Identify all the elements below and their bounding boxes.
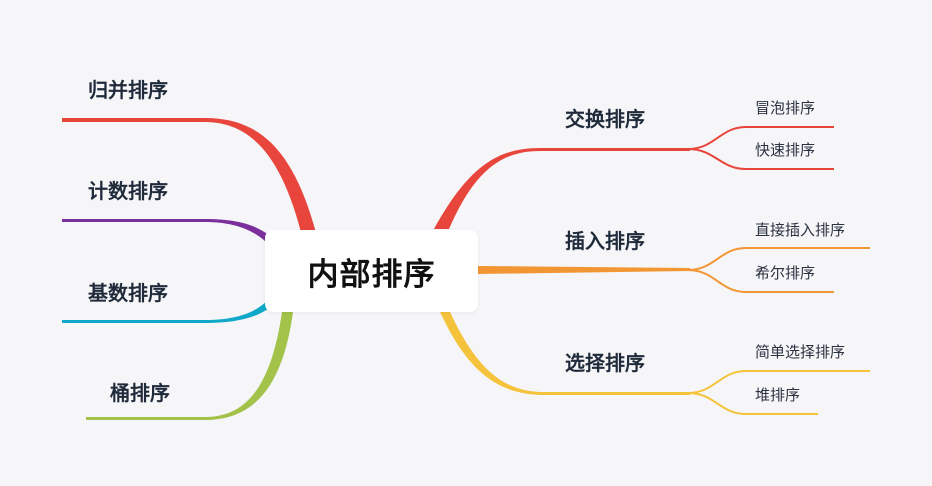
branch-selection-sort[interactable]: 选择排序 (565, 351, 645, 375)
connector-right-exchange (434, 148, 690, 229)
leaf-shell-sort[interactable]: 希尔排序 (755, 264, 816, 282)
leaf-bubble-sort[interactable]: 冒泡排序 (755, 99, 816, 117)
connector-sub-quick (687, 148, 834, 170)
center-topic-label: 内部排序 (307, 256, 436, 293)
branch-merge-sort[interactable]: 归并排序 (88, 78, 168, 102)
connector-sub-direct-insert (687, 247, 870, 271)
branch-bucket-sort[interactable]: 桶排序 (110, 381, 170, 405)
connector-sub-bubble (687, 126, 834, 150)
connector-left-radix (62, 300, 272, 323)
connector-sub-simple-select (687, 370, 870, 394)
connector-sub-shell (687, 269, 834, 293)
branch-radix-sort[interactable]: 基数排序 (88, 281, 168, 305)
branch-exchange-sort[interactable]: 交换排序 (565, 107, 645, 131)
leaf-direct-insertion-sort[interactable]: 直接插入排序 (755, 221, 846, 239)
center-topic-node[interactable]: 内部排序 (265, 230, 478, 312)
connector-right-insert (478, 266, 690, 274)
leaf-simple-selection-sort[interactable]: 简单选择排序 (755, 343, 846, 361)
leaf-quick-sort[interactable]: 快速排序 (755, 141, 816, 159)
branch-insertion-sort[interactable]: 插入排序 (565, 229, 645, 253)
connector-sub-heap (687, 392, 818, 415)
connector-left-counting (62, 219, 270, 242)
branch-counting-sort[interactable]: 计数排序 (88, 179, 168, 203)
leaf-heap-sort[interactable]: 堆排序 (755, 386, 801, 404)
